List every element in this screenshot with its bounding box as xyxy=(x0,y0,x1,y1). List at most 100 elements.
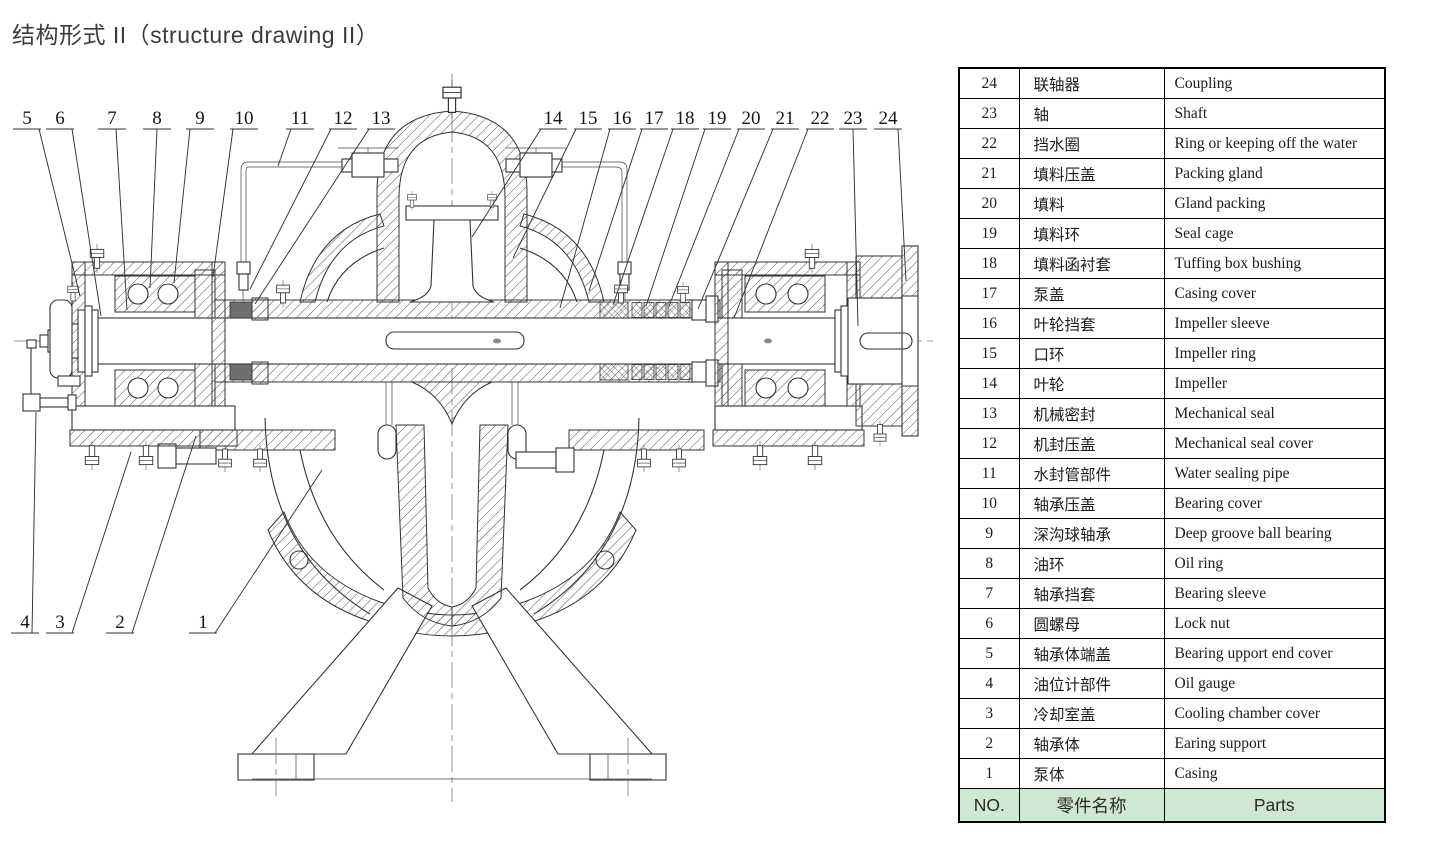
cell-no: 6 xyxy=(958,608,1020,639)
cell-parts: Bearing upport end cover xyxy=(1163,638,1386,669)
callouts: 5 6 7 8 9 10 11 12 13 14 15 16 17 18 19 … xyxy=(11,108,907,634)
cell-name-cn: 挡水圈 xyxy=(1018,128,1165,159)
callout-19: 19 xyxy=(708,108,727,129)
callout-11: 11 xyxy=(291,108,309,129)
callout-8: 8 xyxy=(152,108,162,129)
pump-casing xyxy=(157,110,721,796)
table-footer-row: NO. 零件名称 Parts xyxy=(958,788,1386,823)
cell-no: 21 xyxy=(958,158,1020,189)
casing-cover-left xyxy=(299,213,385,303)
right-bearing-assembly xyxy=(712,261,865,447)
cell-name-cn: 填料函衬套 xyxy=(1018,248,1165,279)
cell-no: 24 xyxy=(958,67,1020,99)
cell-no: 11 xyxy=(958,458,1020,489)
cell-no: 18 xyxy=(958,248,1020,279)
cell-no: 22 xyxy=(958,128,1020,159)
cell-parts: Casing xyxy=(1163,758,1386,789)
cell-no: 13 xyxy=(958,398,1020,429)
cell-no: 5 xyxy=(958,638,1020,669)
callout-4: 4 xyxy=(20,612,30,633)
cell-parts: Tuffing box bushing xyxy=(1163,248,1386,279)
stuffing-box-bushing xyxy=(599,301,629,319)
cell-parts: Bearing sleeve xyxy=(1163,578,1386,609)
water-seal-pipe-left xyxy=(236,147,399,300)
cell-parts: Impeller xyxy=(1163,368,1386,399)
cell-no: 10 xyxy=(958,488,1020,519)
casing-wing-right xyxy=(568,429,705,451)
cell-parts: Ring or keeping off the water xyxy=(1163,128,1386,159)
cell-name-cn: 轴承压盖 xyxy=(1018,488,1165,519)
cell-parts: Shaft xyxy=(1163,98,1386,129)
impeller xyxy=(405,205,499,303)
callout-20: 20 xyxy=(742,108,761,129)
callout-22: 22 xyxy=(811,108,830,129)
callout-10: 10 xyxy=(235,108,254,129)
cell-name-cn: 叶轮 xyxy=(1018,368,1165,399)
flange-bolt-horizontal xyxy=(157,443,575,473)
cell-parts: Deep groove ball bearing xyxy=(1163,518,1386,549)
cell-parts: Seal cage xyxy=(1163,218,1386,249)
coupling xyxy=(834,245,919,437)
cell-no: 8 xyxy=(958,548,1020,579)
cell-parts: Cooling chamber cover xyxy=(1163,698,1386,729)
lock-nut xyxy=(77,305,99,377)
bearing-cover xyxy=(721,269,743,319)
footer-no-label: NO. xyxy=(958,788,1020,823)
cell-parts: Oil gauge xyxy=(1163,668,1386,699)
valve-body xyxy=(519,152,553,178)
cell-name-cn: 联轴器 xyxy=(1018,67,1165,99)
ball-bearing-lower xyxy=(114,369,196,407)
cell-no: 17 xyxy=(958,278,1020,309)
callout-7: 7 xyxy=(107,108,117,129)
cell-parts: Gland packing xyxy=(1163,188,1386,219)
cell-name-cn: 轴承体端盖 xyxy=(1018,638,1165,669)
shaft-keyway xyxy=(385,331,525,350)
cell-no: 19 xyxy=(958,218,1020,249)
cell-no: 20 xyxy=(958,188,1020,219)
cell-parts: Mechanical seal cover xyxy=(1163,428,1386,459)
cell-no: 14 xyxy=(958,368,1020,399)
cooling-chamber xyxy=(712,405,865,447)
cell-name-cn: 轴承挡套 xyxy=(1018,578,1165,609)
pump-base xyxy=(237,587,667,796)
cell-name-cn: 填料压盖 xyxy=(1018,158,1165,189)
footer-name-label: 零件名称 xyxy=(1018,788,1165,823)
cell-name-cn: 叶轮挡套 xyxy=(1018,308,1165,339)
callout-12: 12 xyxy=(334,108,353,129)
cell-no: 23 xyxy=(958,98,1020,129)
cell-name-cn: 泵盖 xyxy=(1018,278,1165,309)
callout-5: 5 xyxy=(22,108,32,129)
callout-16: 16 xyxy=(613,108,632,129)
cell-no: 4 xyxy=(958,668,1020,699)
callout-21: 21 xyxy=(776,108,795,129)
cell-parts: Packing gland xyxy=(1163,158,1386,189)
oil-gauge xyxy=(22,339,77,412)
callout-leader-lines xyxy=(31,128,907,634)
cell-parts: Coupling xyxy=(1163,67,1386,99)
cell-name-cn: 冷却室盖 xyxy=(1018,698,1165,729)
cell-parts: Lock nut xyxy=(1163,608,1386,639)
cell-parts: Impeller ring xyxy=(1163,338,1386,369)
cell-name-cn: 泵体 xyxy=(1018,758,1165,789)
cell-name-cn: 填料环 xyxy=(1018,218,1165,249)
